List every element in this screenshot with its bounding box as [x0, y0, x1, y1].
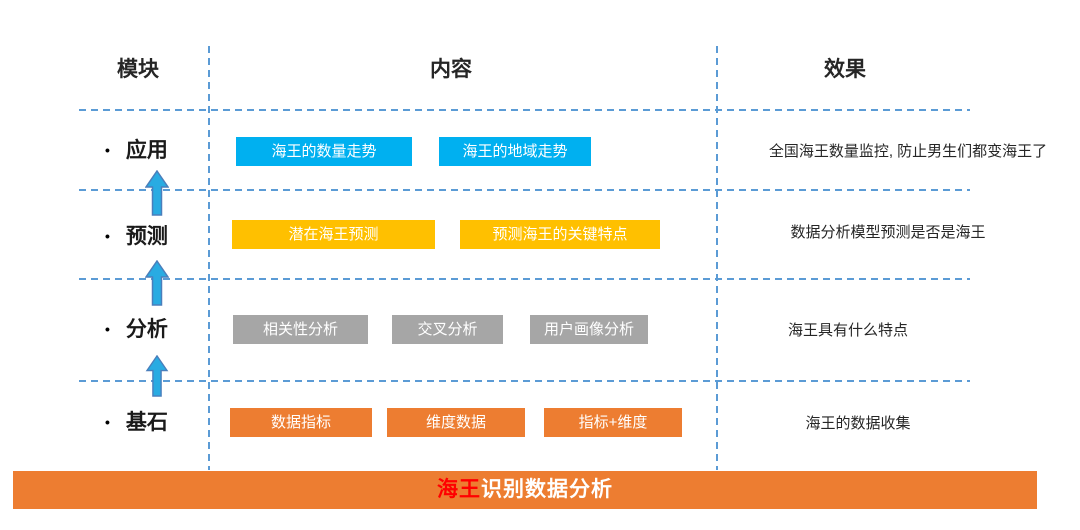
content-box-naval-quantity-trend: 海王的数量走势 [236, 137, 412, 166]
vertical-dashed-divider [716, 46, 718, 470]
content-box-dimension-data: 维度数据 [387, 408, 525, 437]
column-header-content: 内容 [430, 58, 472, 81]
row-label-foundation: • 基石 [105, 407, 215, 437]
banner-rest-text: 识别数据分析 [481, 478, 613, 501]
bullet-icon: • [105, 142, 110, 158]
content-box-naval-region-trend: 海王的地域走势 [439, 137, 591, 166]
horizontal-dashed-divider [79, 109, 970, 111]
effect-text-foundation: 海王的数据收集 [805, 415, 911, 432]
bullet-icon: • [105, 321, 110, 337]
horizontal-dashed-divider [79, 278, 970, 280]
row-label-text: 分析 [125, 318, 168, 341]
title-banner: 海王识别数据分析 [13, 471, 1037, 509]
content-box-data-metrics: 数据指标 [230, 408, 372, 437]
horizontal-dashed-divider [79, 380, 970, 382]
content-box-key-traits-prediction: 预测海王的关键特点 [460, 220, 660, 249]
effect-text-prediction: 数据分析模型预测是否是海王 [790, 224, 986, 241]
row-label-prediction: • 预测 [105, 221, 215, 251]
horizontal-dashed-divider [79, 189, 970, 191]
column-header-module: 模块 [117, 58, 159, 81]
content-box-cross-analysis: 交叉分析 [392, 315, 503, 344]
arrow-up-icon [145, 260, 169, 306]
bullet-icon: • [105, 414, 110, 430]
content-box-metrics-plus-dimension: 指标+维度 [544, 408, 682, 437]
row-label-text: 预测 [125, 225, 168, 248]
arrow-up-icon [145, 170, 169, 216]
row-label-text: 基石 [125, 411, 168, 434]
effect-text-application: 全国海王数量监控, 防止男生们都变海王了 [768, 143, 1048, 160]
content-box-user-profile-analysis: 用户画像分析 [530, 315, 648, 344]
banner-highlight-text: 海王 [437, 478, 481, 501]
bullet-icon: • [105, 228, 110, 244]
column-header-effect: 效果 [824, 58, 866, 81]
row-label-text: 应用 [125, 139, 168, 162]
effect-text-analysis: 海王具有什么特点 [787, 322, 908, 339]
row-label-application: • 应用 [105, 135, 215, 165]
content-box-potential-naval-prediction: 潜在海王预测 [232, 220, 435, 249]
vertical-dashed-divider [208, 46, 210, 470]
arrow-up-icon [145, 355, 169, 397]
row-label-analysis: • 分析 [105, 314, 215, 344]
content-box-correlation-analysis: 相关性分析 [233, 315, 368, 344]
